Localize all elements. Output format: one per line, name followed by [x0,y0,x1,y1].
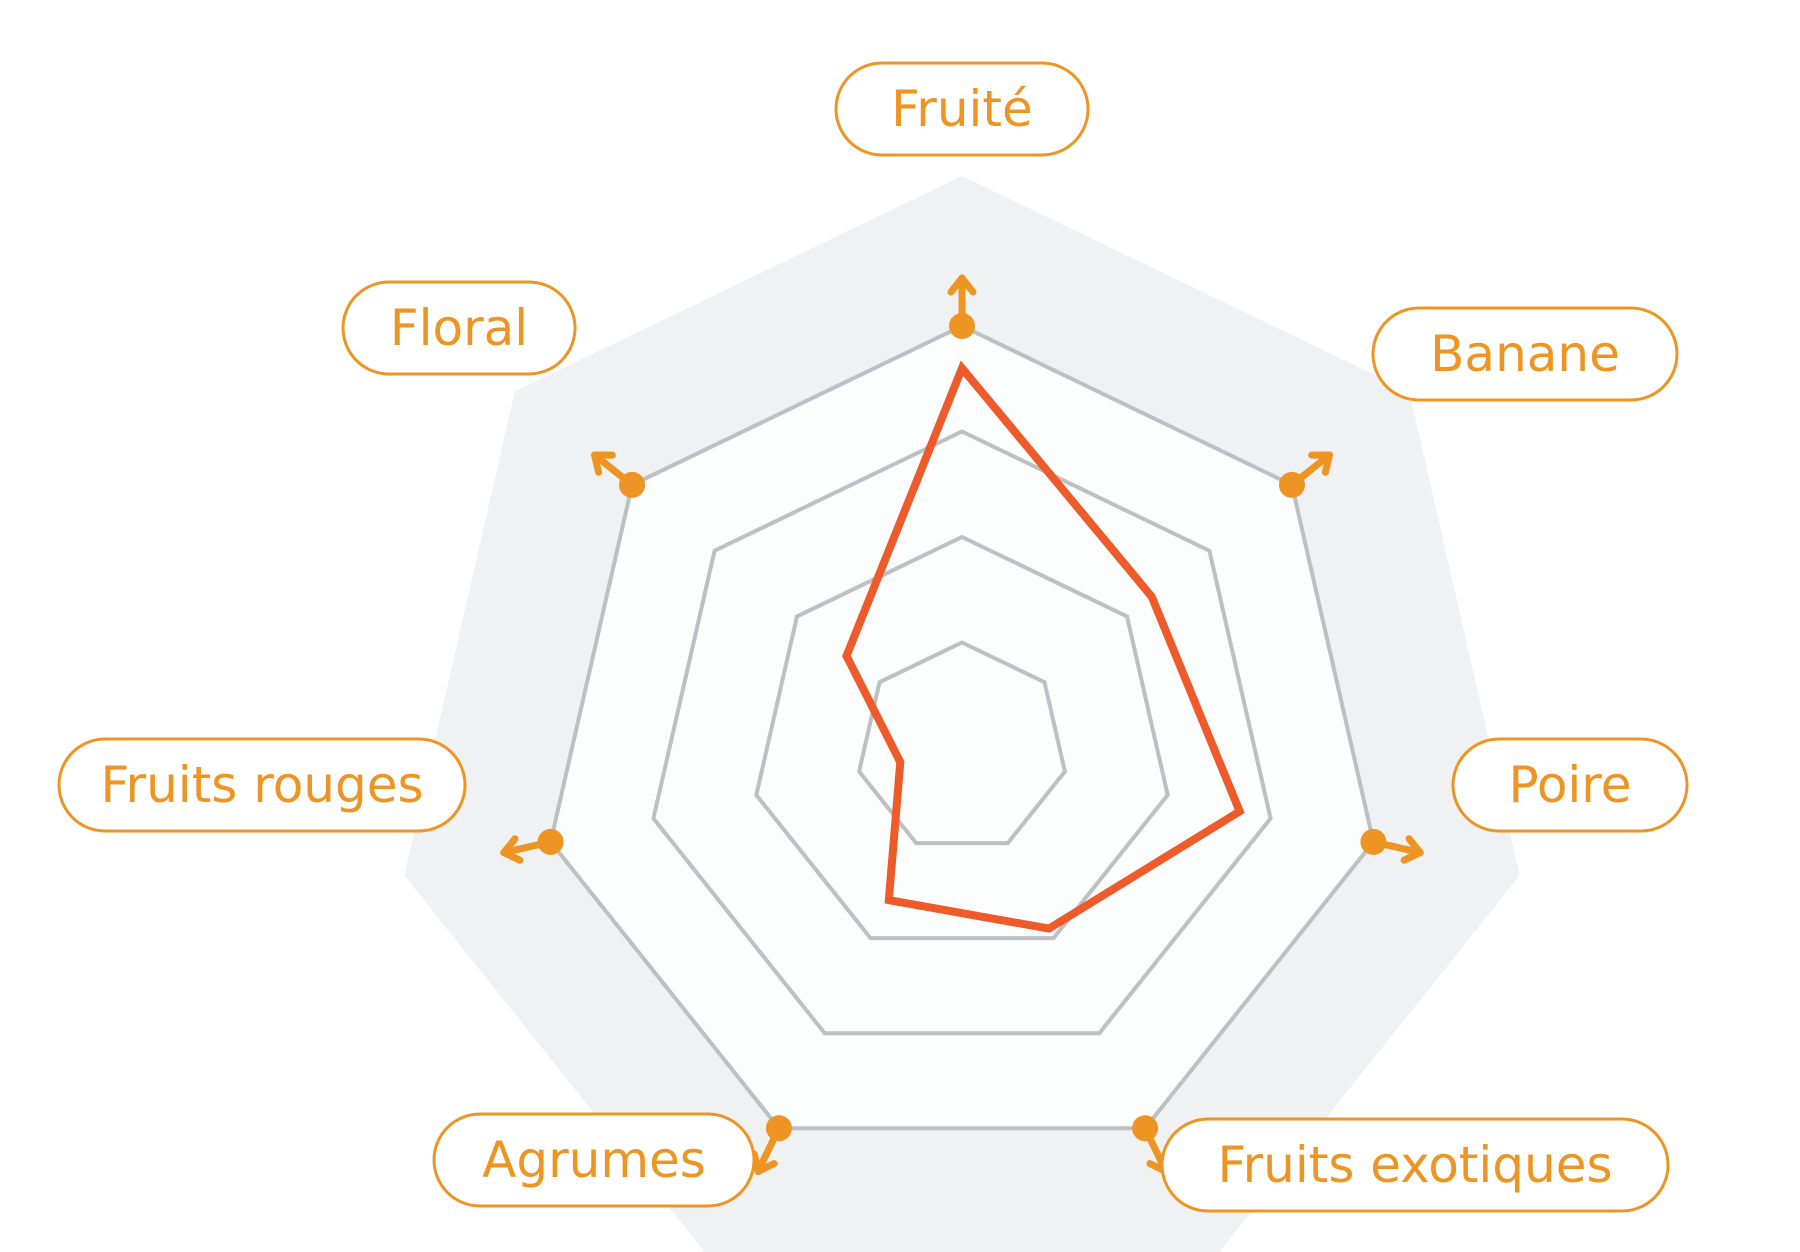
axis-dot-icon [765,1115,792,1142]
grid-ring-4 [548,323,1376,1131]
axis-dot-icon [619,471,646,498]
axis-dot-icon [1278,471,1305,498]
label-pill [1371,306,1679,402]
axis-dot-icon [949,313,975,339]
series-line-1 [842,360,1245,933]
axis-marker-1 [947,274,977,339]
axis-label-text: Fruité [891,80,1033,138]
axis-label-text: Banane [1430,325,1620,383]
axis-marker-3 [1360,828,1424,864]
label-pill [57,737,467,833]
label-pill [1160,1117,1670,1213]
label-pill [341,280,577,376]
grid-ring-3 [651,429,1273,1036]
label-pill [1451,737,1689,833]
axis-label-text: Fruits exotiques [1217,1136,1612,1194]
grid-ring-1 [856,640,1068,846]
axis-label-7: Floral [341,280,577,376]
axis-label-5: Agrumes [432,1112,756,1208]
axis-label-2: Banane [1371,306,1679,402]
axis-marker-6 [500,828,564,864]
axis-label-3: Poire [1451,737,1689,833]
axis-dot-icon [537,828,564,855]
grid-ring-2 [754,534,1170,941]
chart-background [404,176,1520,1252]
axis-marker-5 [750,1115,792,1175]
axis-marker-7 [591,451,646,498]
axis-label-text: Poire [1508,756,1631,814]
axis-label-text: Floral [390,299,528,357]
label-pill [834,61,1090,157]
axis-label-1: Fruité [834,61,1090,157]
axis-label-6: Fruits rouges [57,737,467,833]
axis-label-text: Fruits rouges [100,756,423,814]
axis-dot-icon [1360,828,1387,855]
inner-background [550,326,1374,1129]
axis-markers [500,274,1424,1175]
axis-label-4: Fruits exotiques [1160,1117,1670,1213]
axis-dot-icon [1132,1115,1159,1142]
data-series [842,360,1245,933]
label-pill [432,1112,756,1208]
axis-marker-2 [1278,451,1333,498]
axis-label-text: Agrumes [482,1131,706,1189]
grid-rings [548,323,1376,1131]
